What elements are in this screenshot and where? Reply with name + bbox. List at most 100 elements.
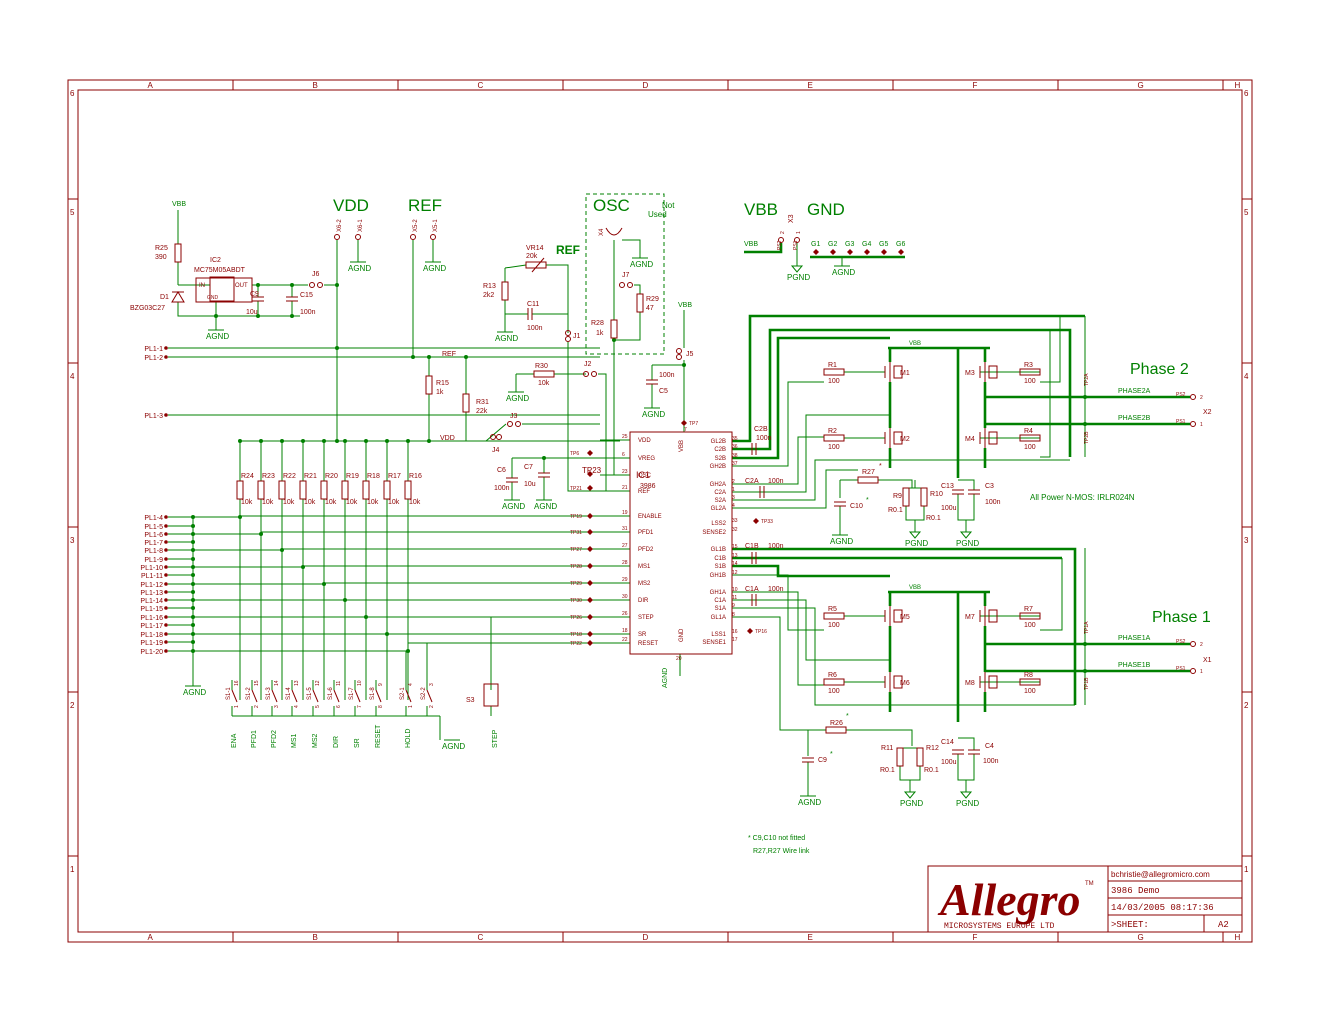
frame-row-left: 1: [70, 865, 75, 874]
c14-ref: C14: [941, 739, 954, 746]
frame-col-bottom: F: [973, 933, 978, 942]
mosfet-ref: M8: [965, 680, 975, 687]
switch-pin: 1: [408, 705, 414, 708]
g-pin-marker: [881, 249, 887, 255]
j2-jumper: [591, 371, 597, 377]
ic1-pin-number: 37: [732, 461, 738, 467]
j1-jumper: [565, 330, 571, 336]
mosfet-diode: [988, 609, 998, 623]
r12-value: R0.1: [924, 767, 939, 774]
switch-pin: 14: [274, 680, 280, 686]
r12-ref: R12: [926, 745, 939, 752]
gate-resistor-ref: R5: [828, 606, 837, 613]
ic1-pin-number: 3: [732, 495, 735, 501]
x1-ref: X1: [1203, 657, 1212, 664]
ground-label: AGND: [642, 410, 665, 419]
connector-pin-label: PL1-18: [140, 632, 163, 639]
gate-resistor: [1019, 612, 1041, 620]
g-pin-marker: [847, 249, 853, 255]
gate-resistor: [823, 434, 845, 442]
wire: [732, 564, 890, 578]
ic1-pin-number: 19: [622, 510, 628, 516]
vbb-label: VBB: [744, 241, 758, 248]
ic1-pin-name: GL2A: [711, 506, 726, 512]
ic1-pin-name: STEP: [638, 615, 654, 621]
gate-resistor-value: 100: [828, 378, 840, 385]
mosfet-ref: M4: [965, 436, 975, 443]
phase-pin-number: 1: [1200, 669, 1203, 675]
wire: [732, 616, 826, 731]
ic1-pin-number: 4: [732, 503, 735, 509]
c2b-ref: C2B: [754, 426, 768, 433]
wire: [878, 479, 913, 488]
pullup-value: 10k: [346, 499, 358, 506]
g-pin-marker: [864, 249, 870, 255]
j2-ref: J2: [584, 361, 592, 368]
testpoint-marker: [587, 546, 593, 552]
testpoint-label: TP6: [570, 451, 579, 457]
osc-heading: OSC: [593, 196, 630, 215]
ic1-pin-name: GL1B: [711, 547, 726, 553]
j1-ref: J1: [573, 333, 581, 340]
frame-col-top: E: [808, 81, 813, 90]
r30-value: 10k: [538, 380, 550, 387]
c6-value: 100n: [494, 485, 510, 492]
g-pin-label: G6: [896, 241, 905, 248]
connector-pin-label: PL1-8: [144, 548, 163, 555]
junction-dot: [301, 565, 305, 569]
c9-top-value: 10u: [246, 309, 258, 316]
wire: [177, 302, 300, 317]
ic2-ref: IC2: [210, 257, 221, 264]
wire: [732, 607, 1075, 706]
tp2a-label: TP2A: [1084, 373, 1090, 386]
ic1-pin-number: 1: [732, 487, 735, 493]
gate-resistor-ref: R8: [1024, 672, 1033, 679]
wire: [485, 423, 507, 442]
ic1-pin-name: C1B: [714, 556, 726, 562]
mosfet-diode: [893, 609, 903, 623]
r30-ref: R30: [535, 363, 548, 370]
g-pin-marker: [813, 249, 819, 255]
x4-antenna: [605, 227, 623, 236]
x5-2-label: X5-2: [413, 219, 419, 232]
junction-dot: [335, 346, 339, 350]
pullup-resistor: [299, 480, 307, 500]
pgnd-symbol: [959, 791, 973, 799]
pullup-resistor: [257, 480, 265, 500]
wire: [732, 314, 1085, 443]
r26-ref: R26: [830, 720, 843, 727]
d1-diode: [171, 291, 185, 303]
title-block: Allegro TM MICROSYSTEMS EUROPE LTD bchri…: [927, 865, 1243, 933]
switch-label: DIR: [333, 736, 340, 748]
wire: [732, 547, 1077, 705]
vr14-ref: VR14: [526, 245, 544, 252]
ic1-pin-number: 33: [732, 518, 738, 524]
phase-connector-pin: [1190, 641, 1196, 647]
ic2-body: [195, 277, 253, 303]
frame-col-bottom: B: [313, 933, 318, 942]
switch-contact: [375, 689, 382, 703]
ic1-pin-name: C2A: [714, 490, 726, 496]
mosfet-diode: [893, 675, 903, 689]
junction-dot: [280, 548, 284, 552]
r30: [533, 370, 555, 378]
switch-pin: 6: [336, 705, 342, 708]
connector-pin: [164, 346, 168, 350]
switch-contact: [354, 689, 361, 703]
junction-dot: [238, 515, 242, 519]
gate-resistor: [1019, 434, 1041, 442]
connector-pin: [164, 640, 168, 644]
testpoint-label: TP29: [570, 581, 582, 587]
ic1-pin-number: 17: [732, 637, 738, 643]
testpoint-label: TP28: [570, 564, 582, 570]
switch-pin: 13: [294, 680, 300, 686]
wire: [905, 506, 925, 521]
testpoint-marker: [587, 631, 593, 637]
switch-contact: [291, 689, 298, 703]
r15-value: 1k: [436, 389, 444, 396]
vdd-net-label: VDD: [440, 435, 455, 442]
osc-box: [585, 193, 665, 355]
ic1-pin-name: C2B: [714, 447, 726, 453]
ic1-pin-name: MS2: [638, 581, 651, 587]
